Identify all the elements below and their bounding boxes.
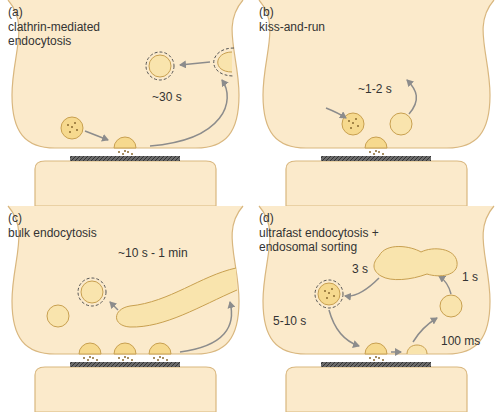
panel-letter: (b) [259, 5, 299, 19]
panel-letter: (d) [259, 211, 299, 225]
time-label: 5-10 s [273, 314, 318, 328]
time-label: 3 s [352, 262, 382, 276]
panel-letter: (c) [8, 211, 48, 225]
time-label: ~30 s [152, 90, 202, 104]
panel-title: bulk endocytosis [8, 226, 118, 240]
time-label: 1 s [462, 270, 492, 284]
panel-title: ultrafast endocytosis + endosomal sortin… [259, 226, 394, 254]
time-label: 100 ms [441, 334, 489, 348]
time-label: ~10 s - 1 min [118, 246, 213, 260]
time-label: ~1-2 s [358, 82, 413, 96]
panel-title: kiss-and-run [259, 20, 369, 34]
panel-title: clathrin-mediated endocytosis [8, 20, 123, 48]
panel-letter: (a) [8, 5, 48, 19]
